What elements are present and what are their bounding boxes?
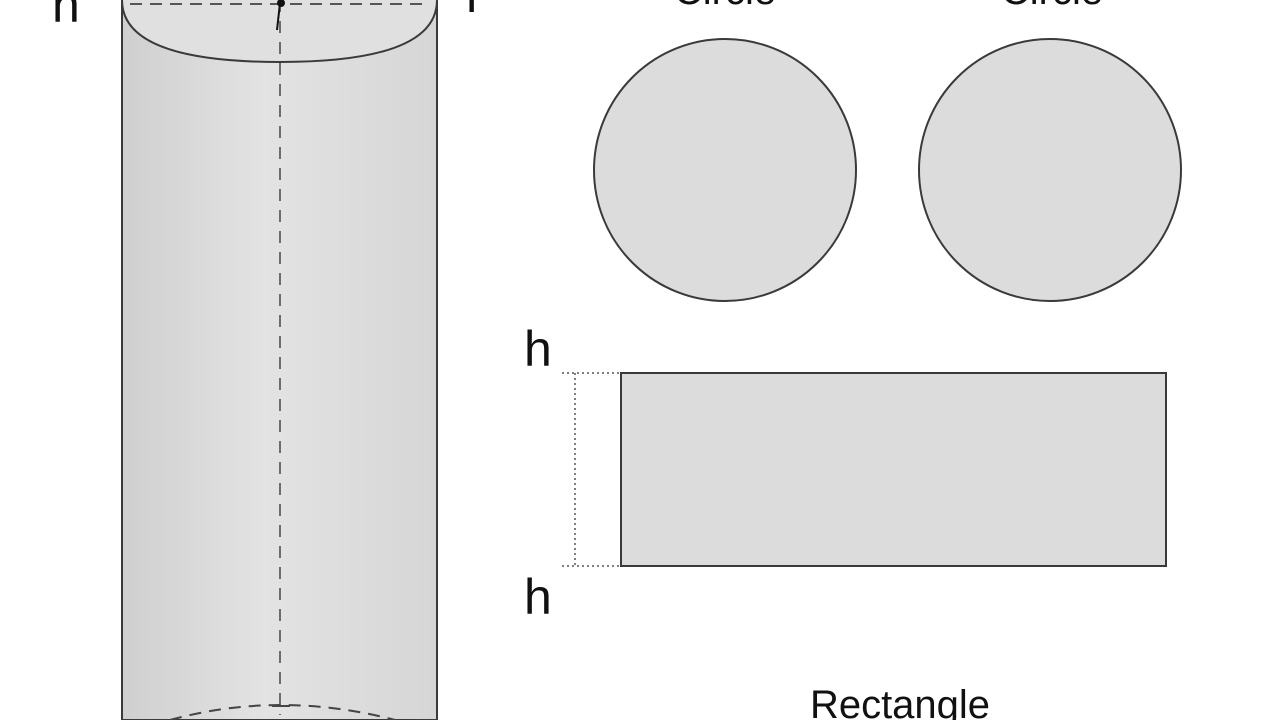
circle-label-left: Circle bbox=[674, 0, 776, 13]
rectangle-caption: Rectangle bbox=[810, 683, 990, 720]
cylinder-label-right: r bbox=[466, 0, 483, 23]
circle-left bbox=[593, 38, 857, 302]
rectangle-height-label-bottom: h bbox=[524, 569, 552, 625]
rectangle-shape bbox=[620, 372, 1167, 567]
cylinder-label-left: h bbox=[52, 0, 80, 33]
circle-label-right: Circle bbox=[1001, 0, 1103, 13]
circle-right bbox=[918, 38, 1182, 302]
cylinder-bottom-hidden-arc bbox=[169, 704, 396, 720]
cylinder-top-center-tick bbox=[276, 2, 281, 31]
rectangle-height-label-top: h bbox=[524, 321, 552, 377]
